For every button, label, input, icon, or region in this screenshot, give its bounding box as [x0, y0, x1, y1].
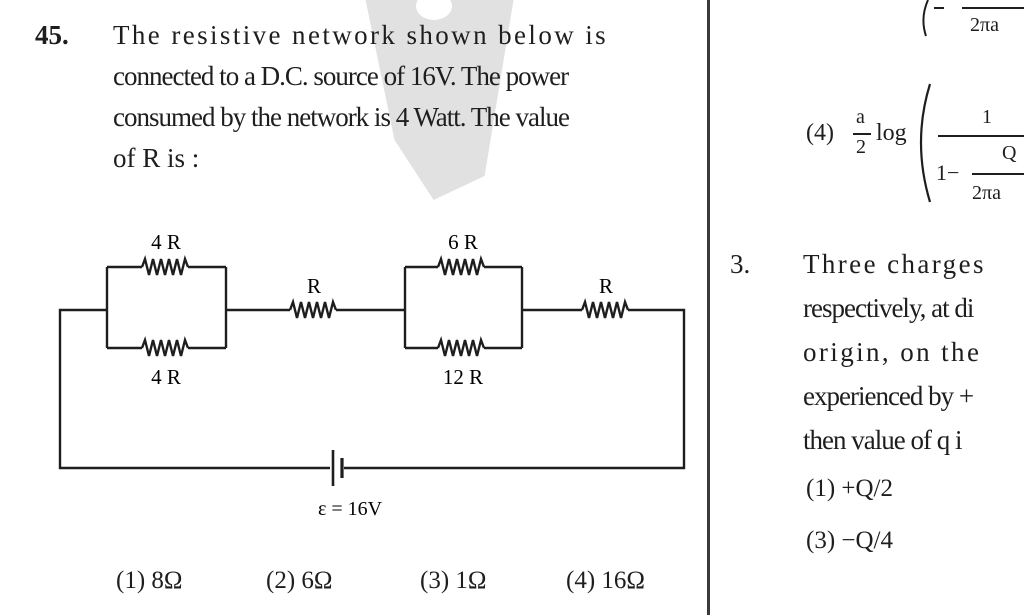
q3-option-1: (1) +Q/2 [806, 475, 893, 502]
option-1: (1) 8Ω [116, 567, 183, 594]
resistor-series-right [580, 297, 630, 319]
q3-line-1: Three charges [803, 249, 986, 279]
coef-numerator: a [856, 106, 865, 128]
coef-denominator: 2 [856, 136, 866, 158]
q3-line-5: then value of q i [803, 425, 962, 455]
q3-line-2: respectively, at di [803, 293, 974, 323]
log-text: log [876, 120, 907, 146]
option-3: (3) 1Ω [420, 567, 487, 594]
label-series-right: R [599, 274, 613, 298]
big-fraction [919, 83, 1024, 203]
resistor-bottom-left [140, 335, 190, 357]
label-top-right: 6 R [448, 230, 478, 254]
big-frac-numerator: 1 [982, 106, 992, 128]
right-option-4-label: (4) [806, 120, 834, 146]
inner-numerator: Q [1002, 142, 1017, 164]
column-divider [707, 0, 710, 615]
question-line-3: consumed by the network is 4 Watt. The v… [113, 102, 570, 132]
option-4: (4) 16Ω [566, 567, 645, 594]
label-series-middle: R [307, 274, 321, 298]
resistor-top-right [436, 254, 486, 276]
resistor-bottom-right [436, 335, 486, 357]
q3-number: 3. [730, 249, 751, 279]
watermark-dot [416, 0, 452, 20]
label-bottom-left: 4 R [151, 365, 181, 389]
label-source: ε = 16V [318, 498, 383, 520]
resistor-series-middle [288, 297, 338, 319]
option-2: (2) 6Ω [266, 567, 333, 594]
q3-line-4: experienced by + [803, 381, 974, 411]
q3-option-3: (3) −Q/4 [806, 527, 893, 554]
inner-lead: 1− [936, 160, 960, 185]
top-fragment [922, 0, 1024, 37]
label-top-left: 4 R [151, 230, 181, 254]
label-bottom-right: 12 R [443, 365, 483, 389]
resistor-top-left [140, 254, 190, 276]
question-line-1: The resistive network shown below is [113, 20, 609, 50]
q3-line-3: origin, on the [803, 337, 982, 367]
coef-bar [853, 133, 871, 135]
question-number: 45. [35, 20, 69, 50]
circuit-diagram: 4 R 4 R R 6 R 12 R R ε = 16V [58, 230, 686, 520]
inner-denominator: 2πa [972, 182, 1001, 204]
question-line-2: connected to a D.C. source of 16V. The p… [113, 61, 569, 91]
top-fragment-den: 2πa [970, 14, 999, 36]
question-line-4: of R is : [113, 143, 200, 173]
